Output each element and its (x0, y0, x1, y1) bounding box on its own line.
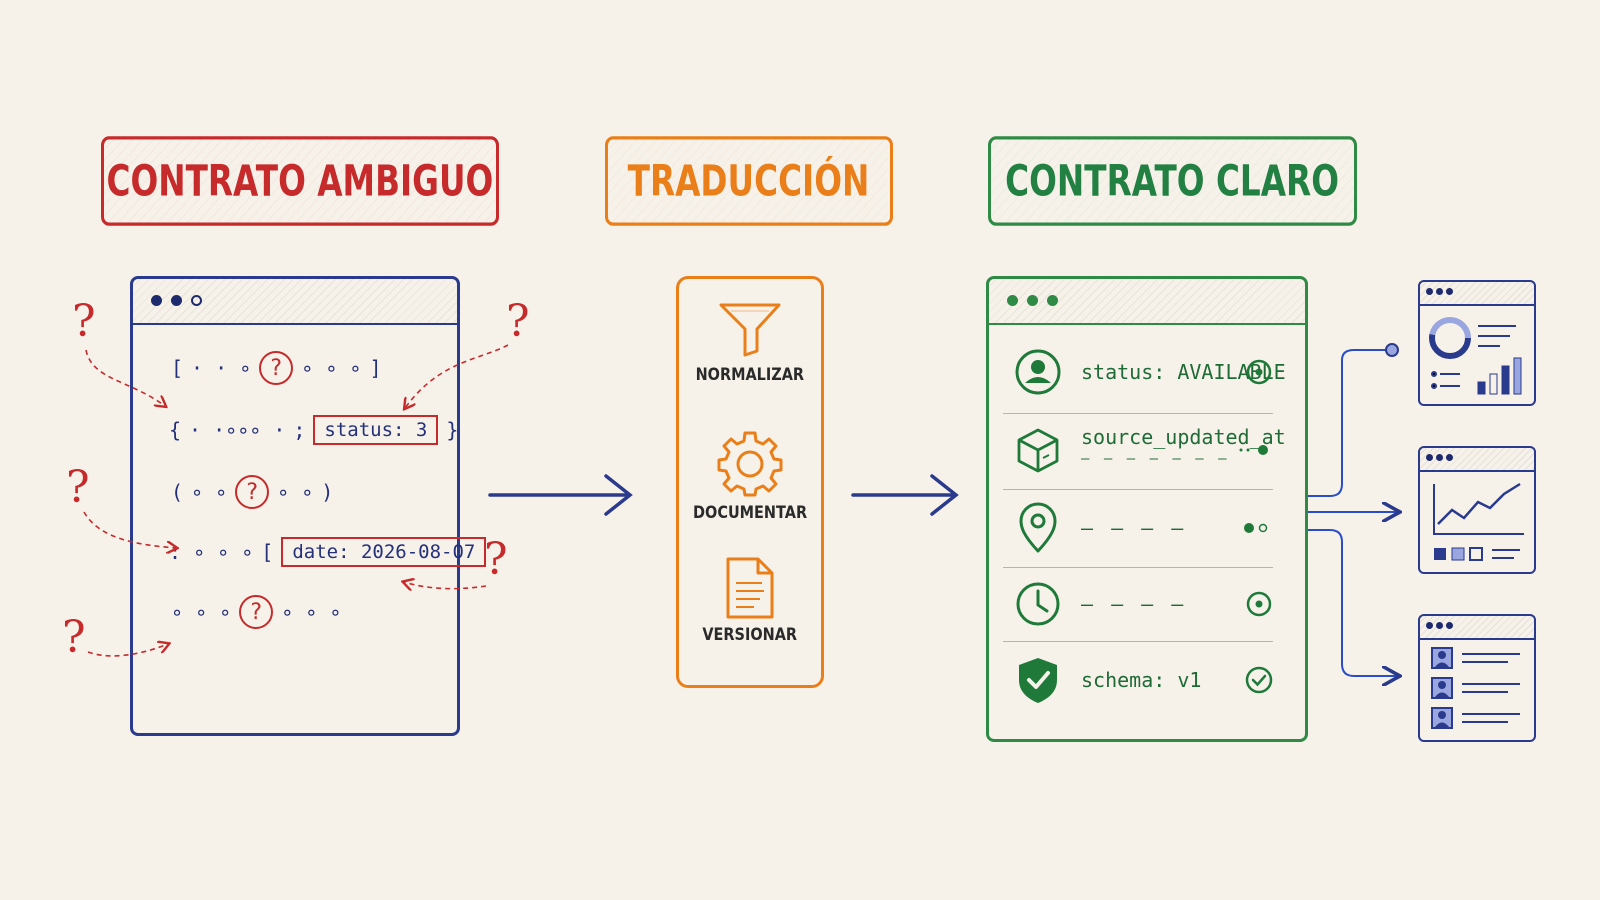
placeholder-dashes: — — — — (1081, 592, 1187, 616)
code-line-3: ( ∘ ∘ ? ∘ ∘ ) (171, 475, 333, 509)
paren: ) (321, 480, 334, 504)
status-field: status: 3 (313, 415, 439, 445)
dashboard-icon (1429, 317, 1522, 395)
mini-titlebar (1420, 448, 1534, 472)
date-field: date: 2026-08-07 (281, 537, 487, 567)
window-titlebar (989, 279, 1305, 325)
row-divider (1003, 641, 1273, 642)
flow-arrow-head (930, 474, 959, 516)
dashed-connector (404, 582, 487, 589)
step-label: NORMALIZAR (695, 365, 805, 385)
clear-contract-title: CONTRATO CLARO (988, 136, 1357, 226)
window-dot-icon (171, 295, 182, 306)
radio-dot-icon (1246, 591, 1272, 617)
row-divider (1003, 413, 1273, 414)
step-label: DOCUMENTAR (692, 503, 808, 523)
gear-icon (717, 431, 783, 497)
placeholder-dots: · · ∘ (191, 356, 252, 380)
translation-steps-panel: NORMALIZAR DOCUMENTAR VERSIONAR (676, 276, 824, 688)
contract-row-schema: schema: v1 (1003, 645, 1291, 715)
row-label: schema: v1 (1081, 668, 1202, 692)
dashed-connector (405, 344, 509, 408)
dashed-connector (87, 644, 168, 657)
translation-title: TRADUCCIÓN (605, 136, 893, 226)
placeholder-dots: ∘ ∘ ∘ (281, 600, 342, 624)
floating-question-icon: ? (484, 534, 508, 585)
user-list-icon (1431, 647, 1520, 729)
step-version: VERSIONAR (679, 555, 821, 645)
code-line-2: { · ·∘∘∘ · ; status: 3 } (169, 415, 458, 445)
funnel-icon (719, 303, 781, 357)
branch-node-icon (1385, 343, 1399, 357)
floating-question-icon: ? (66, 462, 90, 513)
contract-row-location: — — — — (1003, 493, 1291, 563)
brace: { (169, 418, 182, 442)
brace: } (446, 418, 459, 442)
code-line-5: ∘ ∘ ∘ ? ∘ ∘ ∘ (171, 595, 341, 629)
placeholder-dashes: — — — — (1081, 516, 1187, 540)
placeholder-dots: ∘ ∘ (277, 480, 314, 504)
question-icon: ? (259, 351, 294, 385)
step-document: DOCUMENTAR (679, 427, 821, 523)
contract-row-status: status: AVAILABLE (1003, 337, 1291, 407)
mini-titlebar (1420, 616, 1534, 640)
step-label: VERSIONAR (702, 625, 798, 645)
ambiguous-contract-window: [ · · ∘ ? ∘ ∘ ∘ ] { · ·∘∘∘ · ; status: 3… (130, 276, 487, 736)
window-dot-icon (1027, 295, 1038, 306)
row-divider (1003, 567, 1273, 568)
row-label: source_updated_at (1081, 425, 1286, 449)
line-chart-icon (1433, 482, 1524, 561)
dot-icon (1239, 445, 1268, 455)
paren: ( (171, 480, 184, 504)
ambiguous-contract-title: CONTRATO AMBIGUO (101, 136, 499, 226)
mini-titlebar (1420, 282, 1534, 306)
dashed-connector (85, 349, 165, 406)
question-icon: ? (235, 475, 270, 509)
location-pin-icon (1019, 502, 1057, 553)
dot-pair-icon (1244, 523, 1268, 533)
row-divider (1003, 489, 1273, 490)
floating-question-icon: ? (506, 296, 530, 347)
step-normalize: NORMALIZAR (679, 297, 821, 385)
bracket: [ (171, 356, 184, 380)
placeholder-dashes: — — — — — — — (1081, 451, 1230, 467)
placeholder-dots: ∘ ∘ ∘ (301, 356, 362, 380)
consumer-line-chart (1418, 446, 1536, 574)
bracket: [ (261, 540, 274, 564)
code-line-4: : ∘ ∘ ∘ [ date: 2026-08-07 (169, 537, 487, 567)
placeholder-dots: · ·∘∘∘ · (189, 418, 286, 442)
window-dot-icon (1007, 295, 1018, 306)
consumer-user-list (1418, 614, 1536, 742)
bracket: ] (369, 356, 382, 380)
floating-question-icon: ? (62, 612, 86, 663)
floating-question-icon: ? (72, 296, 96, 347)
contract-row-time: — — — — (1003, 569, 1291, 639)
check-circle-icon (1245, 666, 1273, 694)
placeholder-dots: ∘ ∘ (191, 480, 228, 504)
dashed-connector (83, 511, 176, 548)
window-dot-icon (1047, 295, 1058, 306)
document-icon (726, 557, 774, 619)
code-line-1: [ · · ∘ ? ∘ ∘ ∘ ] (171, 351, 382, 385)
clear-contract-window: status: AVAILABLE source_updated_at — — … (986, 276, 1308, 742)
question-icon: ? (239, 595, 274, 629)
window-titlebar (133, 279, 457, 325)
window-dot-icon (191, 295, 202, 306)
separator: ; (293, 418, 306, 442)
flow-arrow-head (604, 474, 633, 516)
shield-check-icon (1019, 658, 1057, 703)
clock-icon (1016, 582, 1060, 626)
consumer-dashboard (1418, 280, 1536, 406)
cube-icon (1017, 428, 1059, 473)
placeholder-dots: : ∘ ∘ ∘ (169, 540, 254, 564)
branch-connector (1308, 529, 1398, 676)
branch-connector (1308, 349, 1390, 497)
placeholder-dots: ∘ ∘ ∘ (171, 600, 232, 624)
radio-dot-icon (1246, 359, 1272, 385)
window-dot-icon (151, 295, 162, 306)
contract-row-source-updated: source_updated_at — — — — — — — (1003, 415, 1291, 485)
user-icon (1015, 349, 1061, 395)
